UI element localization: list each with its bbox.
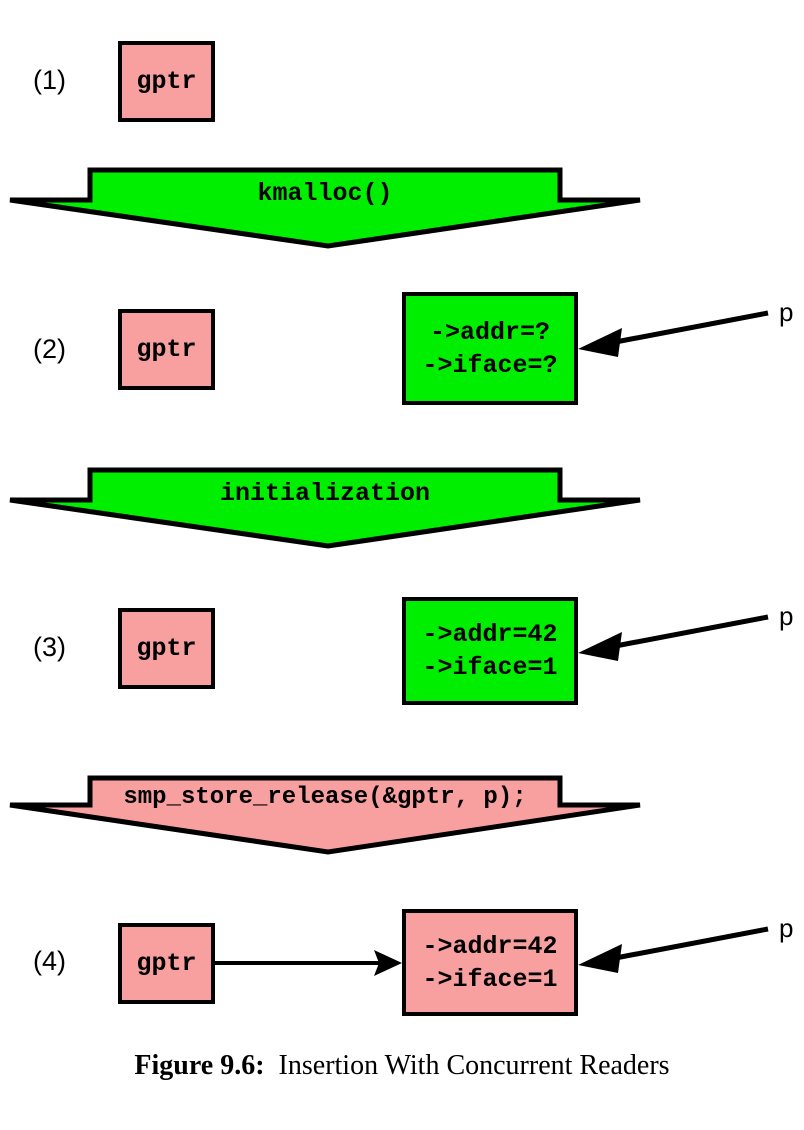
step-label-2: (2) [33,334,66,364]
node-box-step-3: ->addr=42 ->iface=1 [402,597,578,705]
transition-chevron-kmalloc [9,167,641,249]
transition-chevron-smp-store-release [9,775,641,855]
pointer-arrow-step-3 [578,614,769,661]
node-box-step-2: ->addr=? ->iface=? [402,292,578,405]
node-box-step-4: ->addr=42 ->iface=1 [402,909,578,1016]
pointer-label-step-3: p [779,601,794,631]
gptr-box-label: gptr [136,335,197,364]
step-label-3: (3) [33,632,66,662]
gptr-box-label: gptr [136,67,197,96]
transition-label-initialization: initialization [219,479,431,508]
pointer-arrow-step-2 [578,310,769,357]
transition-chevron-initialization [9,467,641,549]
node-field-addr: ->addr=42 [422,620,558,649]
transition-label-smp-store-release: smp_store_release(&gptr, p); [123,784,527,811]
gptr-box-step-1: gptr [118,41,215,122]
figure-caption-text: Insertion With Concurrent Readers [278,1050,670,1081]
figure-caption: Figure 9.6: Insertion With Concurrent Re… [0,1050,804,1082]
node-field-iface: ->iface=1 [422,964,558,994]
step-label-1: (1) [33,65,66,95]
step-label-4: (4) [33,946,66,976]
transition-label-kmalloc: kmalloc() [257,179,393,208]
pointer-label-step-2: p [779,297,794,327]
gptr-link-arrow-step-4 [215,950,402,976]
node-field-addr: ->addr=42 [422,931,558,961]
node-field-iface: ->iface=1 [422,653,558,682]
pointer-arrow-step-4 [578,926,769,973]
gptr-box-label: gptr [136,949,197,978]
pointer-label-step-4: p [779,913,794,943]
gptr-box-step-4: gptr [118,923,215,1004]
node-field-addr: ->addr=? [429,317,551,347]
gptr-box-step-2: gptr [118,309,215,390]
node-field-iface: ->iface=? [422,350,558,380]
figure-caption-number: Figure 9.6: [134,1050,265,1081]
gptr-box-label: gptr [136,634,197,663]
gptr-box-step-3: gptr [118,608,215,689]
